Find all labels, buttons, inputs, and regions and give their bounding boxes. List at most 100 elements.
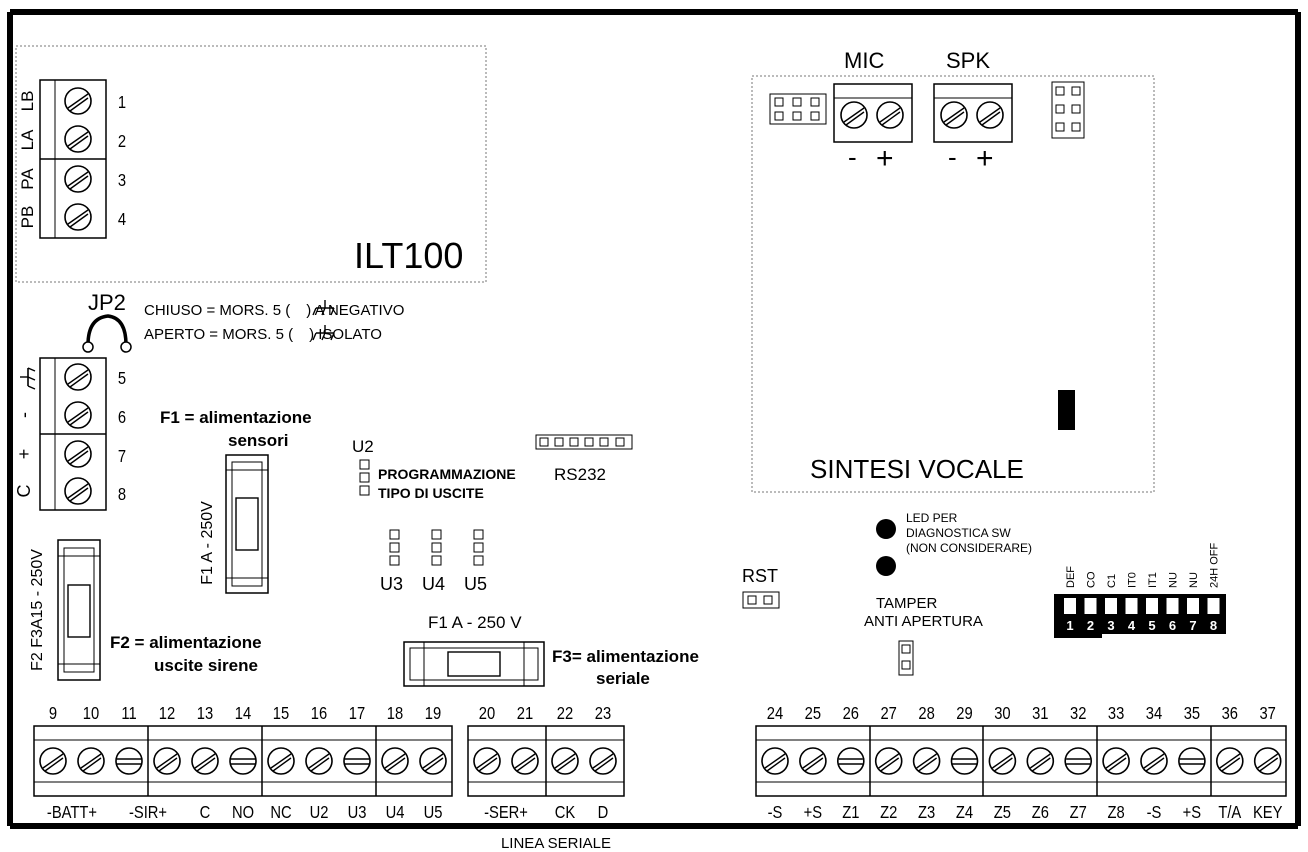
zone-screw-30 <box>988 747 1017 775</box>
terminal-num-30: 30 <box>994 704 1010 724</box>
terminal-label-nc: NC <box>270 803 291 823</box>
dip-number-5: 5 <box>1148 618 1155 633</box>
terminal-label-37: KEY <box>1253 803 1283 823</box>
dip-slot-2[interactable] <box>1084 598 1097 614</box>
terminal-label-ser: -SER+ <box>484 803 528 823</box>
zone-screw-28 <box>912 747 941 775</box>
terminal-num-10: 10 <box>83 704 99 724</box>
fuse-f3-body <box>403 641 545 687</box>
terminal-label-29: Z4 <box>956 803 973 823</box>
terminal-label-34: -S <box>1147 803 1162 823</box>
dip-switch-tab <box>1054 634 1102 638</box>
terminal-num-16: 16 <box>311 704 327 724</box>
serial-caption: LINEA SERIALE <box>501 835 611 852</box>
mic-minus: - <box>848 142 857 172</box>
jp2-closed-desc: CHIUSO = MORS. 5 ( <box>144 302 290 319</box>
terminal-num-4: 4 <box>118 210 126 230</box>
dip-slot-7[interactable] <box>1187 598 1199 614</box>
serial-terminal-block: 20 21 22 23 -SER+ CK D LINEA SERIALE <box>467 704 625 852</box>
dip-slot-3[interactable] <box>1105 598 1117 614</box>
terminal-num-31: 31 <box>1032 704 1048 724</box>
terminal-num-33: 33 <box>1108 704 1124 724</box>
zone-screw-35 <box>1178 747 1206 775</box>
dip-label-6: NU <box>1168 572 1180 588</box>
terminal-label-u2: U2 <box>310 803 329 823</box>
u2-desc1: PROGRAMMAZIONE <box>378 466 516 482</box>
zone-screw-34 <box>1140 747 1168 775</box>
fuse-f2-body <box>57 539 101 681</box>
led-1 <box>876 519 896 539</box>
voice-module: SINTESI VOCALE MIC SPK - + - + <box>751 48 1155 493</box>
terminal-label-36: T/A <box>1218 803 1241 823</box>
dip-slot-1[interactable] <box>1064 598 1076 614</box>
zone-screw-33 <box>1102 747 1130 775</box>
dip-slot-6[interactable] <box>1166 598 1179 614</box>
fuse-f3: F1 A - 250 V F3= alimentazione seriale <box>403 613 699 688</box>
terminal-num-14: 14 <box>235 704 251 724</box>
spk-plus: + <box>976 142 994 175</box>
voice-header-left <box>769 93 827 125</box>
terminal-label-batt: -BATT+ <box>47 803 97 823</box>
zone-screw-29 <box>950 747 979 775</box>
f1-title2: sensori <box>228 431 288 450</box>
voice-header-right <box>1051 81 1085 139</box>
terminal-label-sir: -SIR+ <box>129 803 167 823</box>
terminal-num-26: 26 <box>843 704 859 724</box>
terminal-num-37: 37 <box>1259 704 1275 724</box>
jp2-pin-a <box>82 341 94 353</box>
dip-slot-4[interactable] <box>1125 598 1138 614</box>
terminal-num-35: 35 <box>1184 704 1200 724</box>
terminal-num-1: 1 <box>118 93 126 113</box>
zone-screw-24 <box>761 747 789 775</box>
jp2-jumper: JP2 CHIUSO = MORS. 5 () A NEGATIVO APERT… <box>82 290 404 353</box>
zone-screw-32 <box>1064 747 1092 775</box>
terminal-label-35: +S <box>1183 803 1201 823</box>
u2-desc2: TIPO DI USCITE <box>378 485 484 501</box>
zone-screw-36 <box>1216 747 1244 775</box>
dip-slot-5[interactable] <box>1146 598 1158 614</box>
terminal-num-22: 22 <box>557 704 573 724</box>
terminal-num-32: 32 <box>1070 704 1086 724</box>
fuse-f1: F1 = alimentazione sensori F1 A - 250V <box>160 408 312 594</box>
dip-slot-8[interactable] <box>1207 598 1220 614</box>
f1-title: F1 = alimentazione <box>160 408 312 427</box>
f3-title2: seriale <box>596 669 650 688</box>
jp2-pin-b <box>120 341 132 353</box>
terminal-label-c: C <box>200 803 211 823</box>
mic-plus: + <box>876 142 894 175</box>
led-desc3: (NON CONSIDERARE) <box>906 541 1032 555</box>
u3-label: U3 <box>380 574 403 594</box>
terminal-label-27: Z2 <box>880 803 897 823</box>
f3-rating: F1 A - 250 V <box>428 613 522 632</box>
terminal-label-d: D <box>598 803 609 823</box>
terminal-num-23: 23 <box>595 704 611 724</box>
led-desc2: DIAGNOSTICA SW <box>906 526 1011 540</box>
dip-number-3: 3 <box>1107 618 1114 633</box>
rst-label: RST <box>742 566 778 586</box>
terminal-num-2: 2 <box>118 132 126 152</box>
terminal-label-la: LA <box>18 129 37 150</box>
terminal-num-5: 5 <box>118 369 126 389</box>
jumpers-u3-u5: U3 U4 U5 <box>380 529 487 594</box>
terminal-label-ck: CK <box>555 803 576 823</box>
voice-chip <box>1058 390 1075 430</box>
dip-label-3: C1 <box>1106 574 1118 588</box>
zone-screw-25 <box>799 747 827 775</box>
terminal-num-3: 3 <box>118 171 126 191</box>
led-desc1: LED PER <box>906 511 958 525</box>
terminal-num-25: 25 <box>805 704 821 724</box>
zone-screw-31 <box>1026 747 1055 775</box>
terminal-num-7: 7 <box>118 447 126 467</box>
dip-label-1: DEF <box>1065 566 1077 588</box>
jp2-wire <box>86 314 128 346</box>
rs232-header: RS232 <box>535 434 633 484</box>
terminal-label-minus: - <box>14 412 34 418</box>
svg-text:APERTO = MORS. 5 () ISOLATO: APERTO = MORS. 5 () ISOLATO <box>144 326 382 343</box>
mic-connector <box>833 83 913 143</box>
power-terminal-block: 5 6 7 8 - + C <box>14 357 126 511</box>
